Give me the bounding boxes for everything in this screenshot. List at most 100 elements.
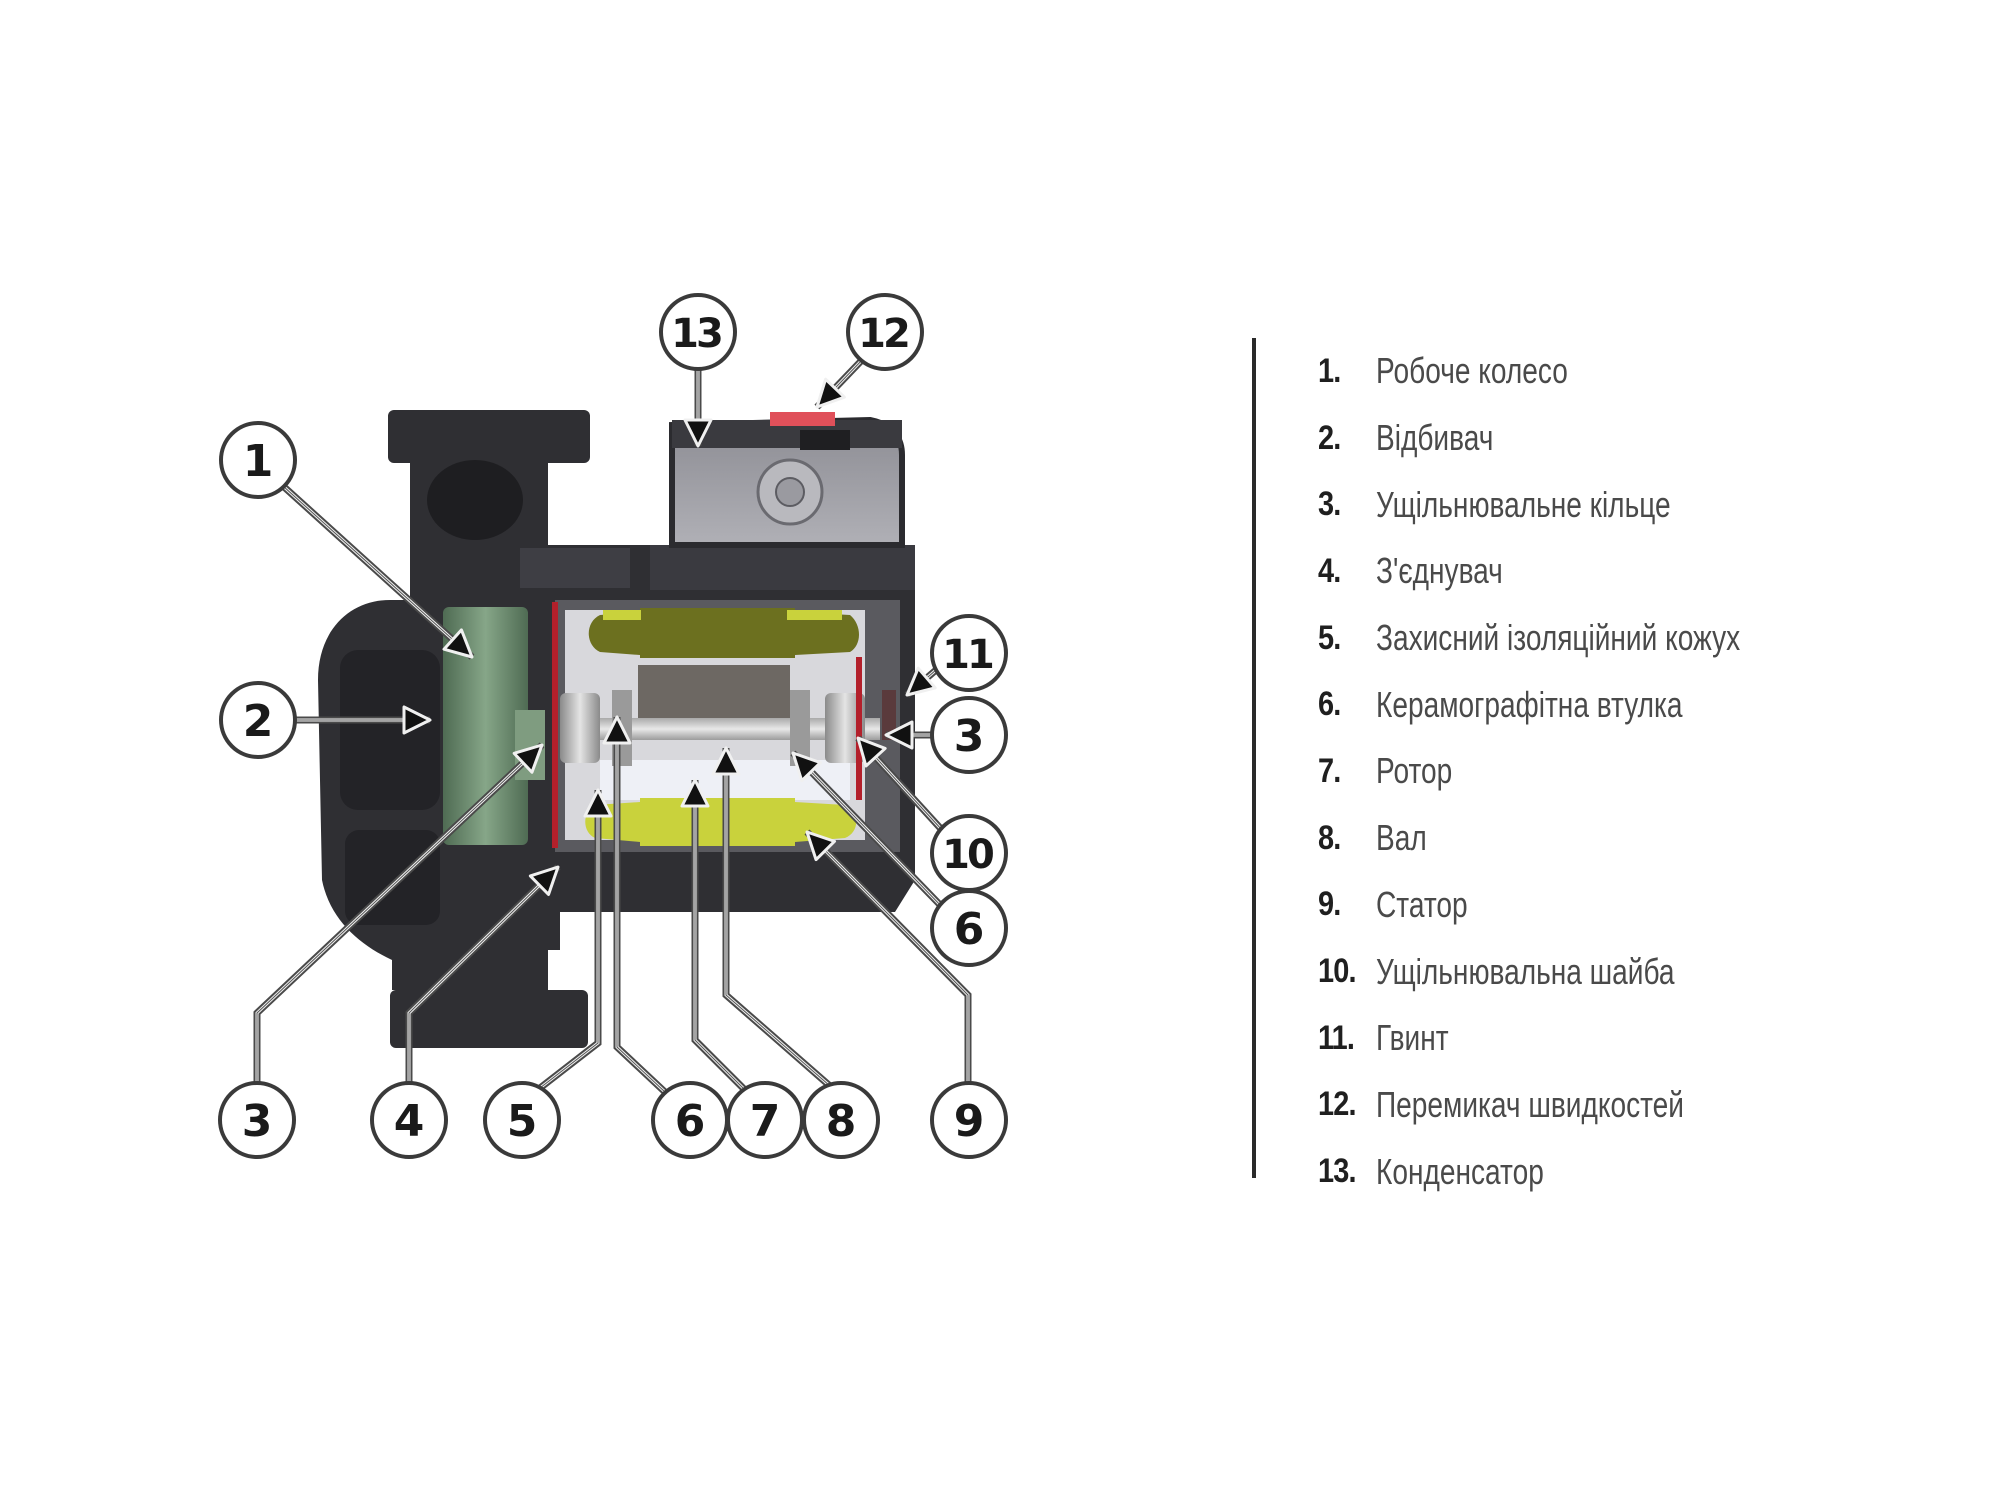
speed-switch — [770, 412, 835, 426]
capacitor-disc-inner — [775, 477, 805, 507]
arrowhead-13-icon — [683, 418, 713, 448]
legend-number: 8. — [1318, 818, 1341, 857]
callout-7: 7 — [726, 1081, 804, 1159]
bushing-right — [825, 693, 865, 763]
legend-number: 9. — [1318, 885, 1341, 924]
bearing-right — [790, 690, 810, 766]
impeller — [443, 607, 528, 845]
legend-item: 6. Керамографітна втулка — [1318, 671, 1843, 738]
callout-8: 8 — [802, 1081, 880, 1159]
callout-9-label: 9 — [954, 1096, 985, 1147]
callout-13: 13 — [659, 293, 737, 371]
legend-item: 7.Ротор — [1318, 738, 1843, 805]
legend-number: 10. — [1318, 952, 1356, 991]
legend-label: Перемикач швидкостей — [1376, 1083, 1684, 1125]
legend-label: Керамографітна втулка — [1376, 683, 1683, 725]
legend-item: 11.Гвинт — [1318, 1005, 1843, 1072]
legend-number: 11. — [1318, 1018, 1355, 1057]
legend-label: Статор — [1376, 883, 1468, 925]
arrowhead-6-right-icon — [791, 751, 822, 783]
callout-3-bottom-label: 3 — [242, 1096, 273, 1147]
callout-8-label: 8 — [826, 1096, 857, 1147]
legend-number: 6. — [1318, 685, 1341, 724]
callout-12: 12 — [846, 293, 924, 371]
callout-5: 5 — [483, 1081, 561, 1159]
volute-window-lower — [345, 830, 440, 925]
legend-label: Ущільнювальне кільце — [1376, 483, 1671, 525]
stator-top-highlight-l — [603, 610, 641, 620]
legend-number: 4. — [1318, 551, 1341, 590]
arrowhead-1-icon — [442, 628, 474, 659]
legend-item: 8. Вал — [1318, 805, 1843, 872]
callout-6-bottom: 6 — [651, 1081, 729, 1159]
callout-7-label: 7 — [750, 1096, 781, 1147]
callout-1: 1 — [219, 421, 297, 499]
legend-label: Ротор — [1376, 750, 1453, 792]
callout-12-label: 12 — [858, 311, 908, 357]
legend-label: З'єднувач — [1376, 550, 1503, 592]
arrowhead-2-icon — [402, 705, 432, 735]
leader-3-left — [253, 742, 545, 1082]
bottom-flange — [390, 990, 588, 1048]
callouts: 1 2 13 12 11 3 10 6 3 4 5 6 7 8 9 — [218, 293, 1008, 1159]
callout-3-bottom: 3 — [218, 1081, 296, 1159]
seal-line-left — [552, 602, 558, 848]
leader-6-right — [790, 750, 948, 913]
arrowhead-5-icon — [583, 788, 613, 818]
volute-window — [340, 650, 440, 810]
legend-item: 1.Робоче колесо — [1318, 338, 1843, 405]
arrowhead-12-icon — [815, 377, 846, 409]
legend-number: 3. — [1318, 485, 1341, 524]
pump-internals — [443, 602, 896, 848]
parts-legend: 1.Робоче колесо 2.Відбивач 3.Ущільнюваль… — [1318, 338, 1843, 1205]
callout-10-label: 10 — [942, 832, 993, 878]
callout-11: 11 — [930, 614, 1008, 692]
legend-item: 13. Конденсатор — [1318, 1138, 1843, 1205]
arrowhead-10-icon — [856, 736, 887, 768]
housing-top-rib-2 — [520, 548, 630, 588]
legend-item: 9. Статор — [1318, 872, 1843, 939]
legend-label: Вал — [1376, 817, 1427, 859]
arrowhead-3-right-icon — [884, 720, 914, 750]
legend-item: 4. З'єднувач — [1318, 538, 1843, 605]
callout-4-label: 4 — [394, 1096, 425, 1147]
housing-top-rib — [650, 545, 915, 590]
legend-item: 5.Захисний ізоляційний кожух — [1318, 605, 1843, 672]
legend-label: Захисний ізоляційний кожух — [1376, 617, 1741, 659]
callout-2: 2 — [219, 681, 297, 759]
legend-label: Ущільнювальна шайба — [1376, 950, 1675, 992]
callout-6-right: 6 — [930, 889, 1008, 967]
callout-6-right-label: 6 — [954, 904, 985, 955]
callout-5-label: 5 — [507, 1096, 538, 1147]
callout-4: 4 — [370, 1081, 448, 1159]
stator-bottom — [585, 798, 857, 846]
callout-13-label: 13 — [671, 311, 721, 357]
legend-number: 13. — [1318, 1152, 1356, 1191]
legend-number: 12. — [1318, 1085, 1356, 1124]
callout-11-label: 11 — [942, 632, 993, 678]
leader-9 — [804, 829, 972, 1082]
arrowhead-3-left-icon — [512, 743, 544, 774]
bushing-left — [560, 693, 600, 763]
arrowhead-6-bottom-icon — [602, 715, 632, 745]
arrowhead-4-icon — [528, 865, 560, 896]
leader-6-bottom — [613, 717, 668, 1095]
seal-line-right — [856, 657, 862, 800]
callout-6-bottom-label: 6 — [675, 1096, 706, 1147]
neck-inner — [427, 460, 523, 540]
arrowhead-8-icon — [711, 746, 741, 776]
screw — [882, 690, 896, 740]
callout-10: 10 — [930, 814, 1008, 892]
callout-3-right: 3 — [930, 696, 1008, 774]
legend-label: Робоче колесо — [1376, 350, 1568, 392]
legend-label: Конденсатор — [1376, 1150, 1544, 1192]
leader-4 — [405, 864, 561, 1082]
callout-1-label: 1 — [243, 436, 274, 487]
arrowhead-9-icon — [805, 830, 837, 862]
legend-item: 10. Ущільнювальна шайба — [1318, 938, 1843, 1005]
callout-2-label: 2 — [243, 696, 274, 747]
top-flange — [388, 410, 590, 463]
leader-7 — [691, 780, 748, 1093]
callout-9: 9 — [930, 1081, 1008, 1159]
